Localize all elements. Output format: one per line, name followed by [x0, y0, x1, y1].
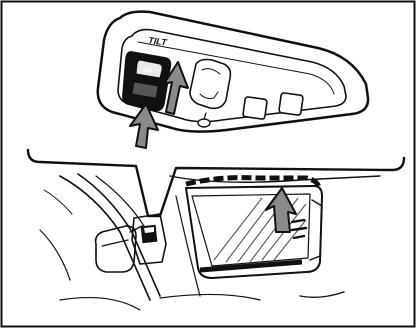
map-lamp-left [243, 97, 268, 120]
map-lamp-right [279, 93, 304, 116]
tilt-switch: UP [123, 52, 171, 111]
